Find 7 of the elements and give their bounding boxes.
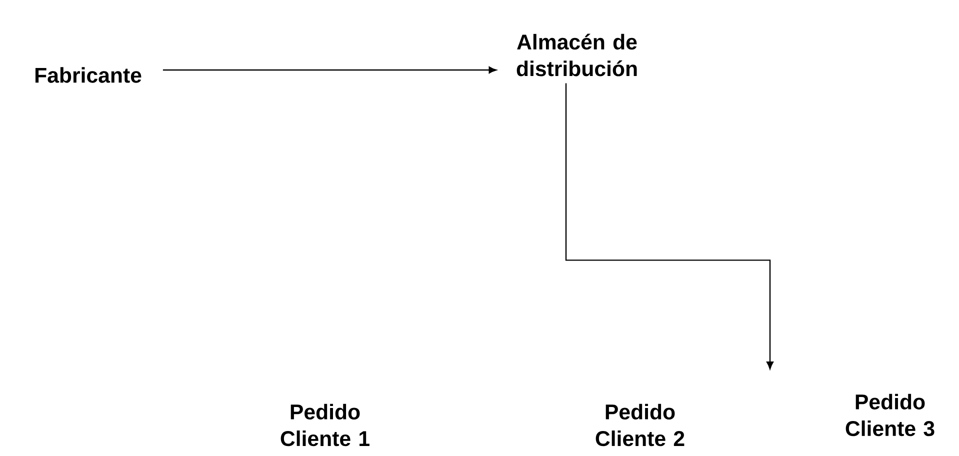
node-label: Almacén de distribución — [516, 34, 637, 76]
arrow — [565, 83, 774, 370]
node-label: Pedido Cliente 1 — [280, 404, 370, 446]
node-label: Fabricante — [36, 67, 142, 83]
arrow — [162, 66, 496, 74]
node-label: Pedido Cliente 2 — [596, 404, 684, 446]
node-label: Pedido Cliente 3 — [846, 394, 934, 436]
